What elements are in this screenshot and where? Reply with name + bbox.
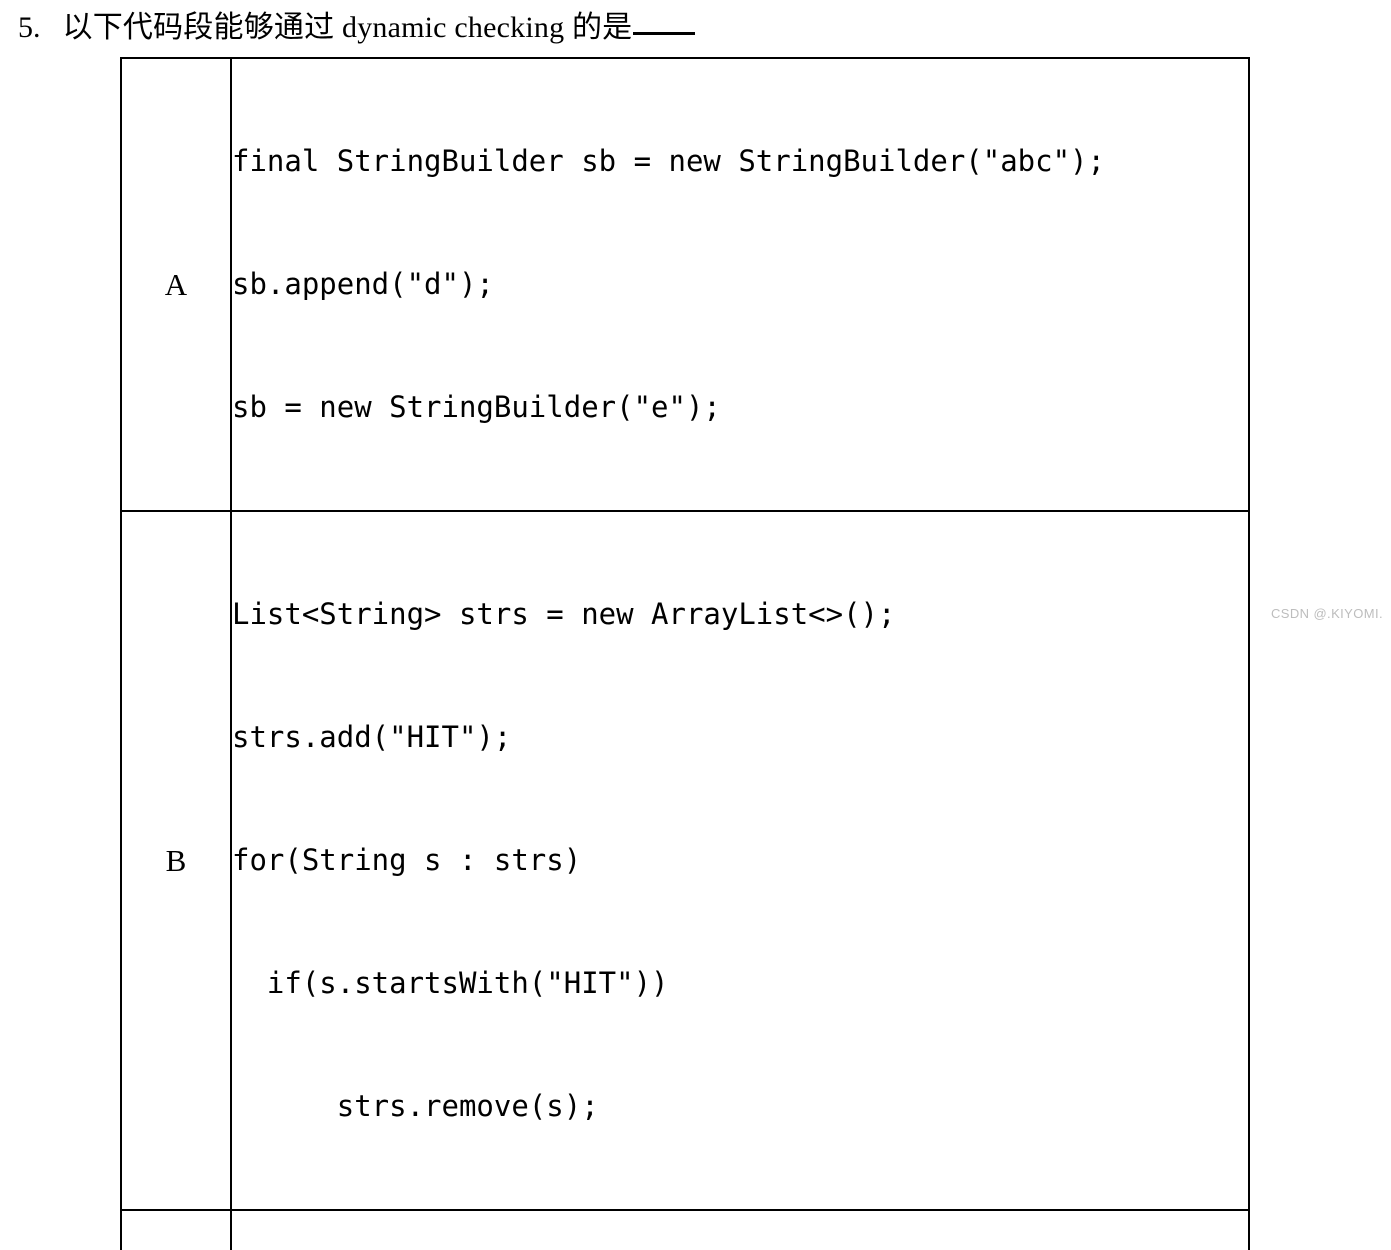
option-code-b: List<String> strs = new ArrayList<>(); s…: [230, 510, 1250, 1211]
option-label-c: C: [120, 1209, 232, 1250]
code-line: List<String> strs = new ArrayList<>();: [232, 597, 896, 631]
code-line: for(String s : strs): [232, 843, 582, 877]
question-number: 5.: [18, 11, 41, 44]
code-line: sb.append("d");: [232, 267, 494, 301]
table-row: B List<String> strs = new ArrayList<>();…: [120, 510, 1250, 1211]
table-row: A final StringBuilder sb = new StringBui…: [120, 57, 1250, 512]
option-label-a: A: [120, 57, 232, 512]
code-line: final StringBuilder sb = new StringBuild…: [232, 144, 1105, 178]
code-block-b: List<String> strs = new ArrayList<>(); s…: [232, 512, 1248, 1209]
table-row: C List<String> list = new ArrayList<>();…: [120, 1209, 1250, 1250]
options-table: A final StringBuilder sb = new StringBui…: [120, 57, 1250, 1250]
code-block-c: List<String> list = new ArrayList<>(); L…: [232, 1211, 1248, 1250]
option-code-c: List<String> list = new ArrayList<>(); L…: [230, 1209, 1250, 1250]
code-line: strs.add("HIT");: [232, 720, 512, 754]
code-line: sb = new StringBuilder("e");: [232, 390, 721, 424]
question-text: 以下代码段能够通过 dynamic checking 的是: [62, 11, 633, 44]
option-label-b: B: [120, 510, 232, 1211]
code-line: if(s.startsWith("HIT")): [232, 966, 669, 1000]
code-line: strs.remove(s);: [232, 1089, 599, 1123]
option-code-a: final StringBuilder sb = new StringBuild…: [230, 57, 1250, 512]
document-page: 5. 以下代码段能够通过 dynamic checking 的是 A final…: [18, 8, 1383, 1250]
watermark: CSDN @.KIYOMI.: [1271, 606, 1383, 621]
answer-blank: [633, 32, 696, 35]
code-block-a: final StringBuilder sb = new StringBuild…: [232, 59, 1248, 510]
question-heading: 5. 以下代码段能够通过 dynamic checking 的是: [18, 8, 696, 48]
